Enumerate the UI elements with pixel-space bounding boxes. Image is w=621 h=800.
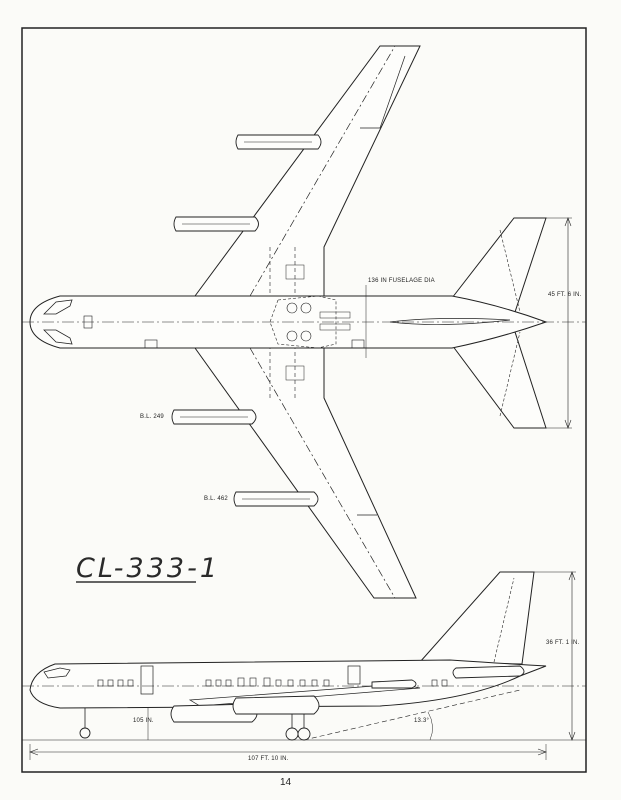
border-frame xyxy=(21,27,587,773)
engine-nacelles-plan xyxy=(171,134,322,507)
butt-line-inner-label: B.L. 249 xyxy=(140,414,164,420)
fuselage-diameter-label: 136 IN FUSELAGE DIA xyxy=(368,278,435,284)
lower-wing xyxy=(194,347,417,599)
butt-line-outer-label: B.L. 462 xyxy=(204,496,228,502)
main-wheel-rear xyxy=(297,727,311,741)
tail-span-label: 45 FT. 6 IN. xyxy=(548,292,582,298)
nose-wheel xyxy=(79,727,91,739)
plan-view xyxy=(22,45,586,599)
engine-nacelles-side xyxy=(170,665,525,723)
side-view xyxy=(22,571,586,760)
rotation-angle-label: 13.3° xyxy=(414,718,430,724)
upper-stabilizer xyxy=(451,217,547,313)
lower-stabilizer xyxy=(451,331,547,429)
drawing-title: CL-333-1 xyxy=(76,553,220,584)
page-number: 14 xyxy=(280,777,292,788)
vertical-fin xyxy=(418,571,535,665)
overall-length-label: 107 FT. 10 IN. xyxy=(248,756,289,762)
overall-height-label: 36 FT. 1 IN. xyxy=(546,640,580,646)
cabin-windows xyxy=(97,677,448,687)
main-wheel-front xyxy=(285,727,299,741)
ground-clearance-label: 105 IN. xyxy=(133,718,154,724)
upper-wing xyxy=(194,45,421,297)
